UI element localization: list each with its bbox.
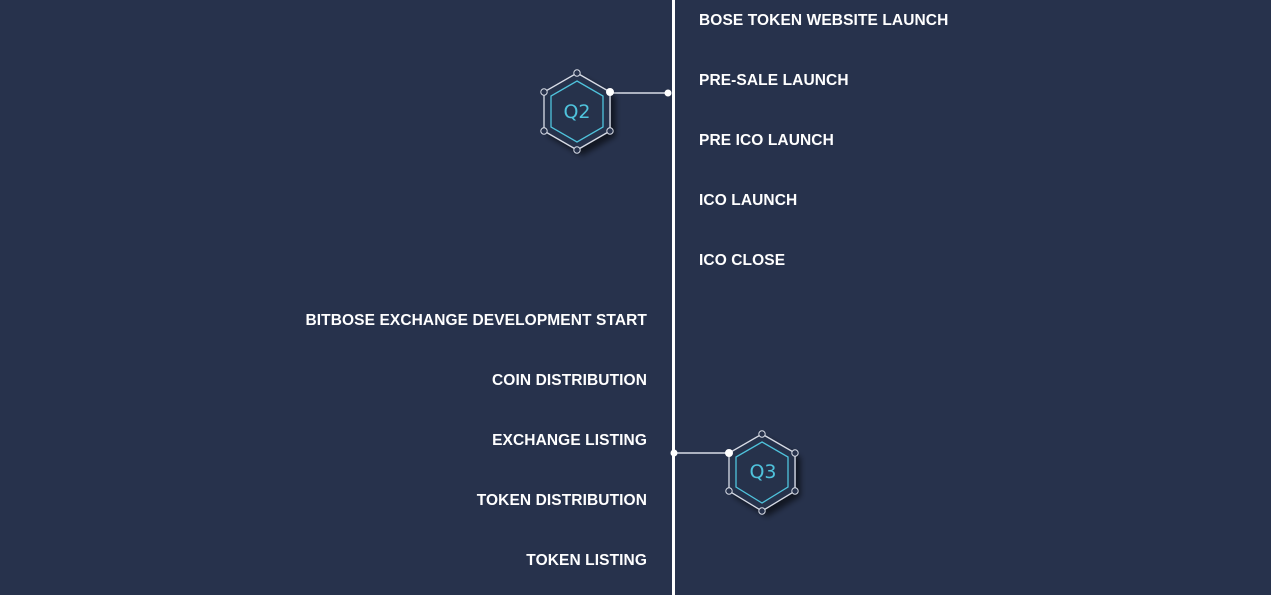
q3-item-exchange-development-start: BITBOSE EXCHANGE DEVELOPMENT START [305,312,647,329]
q2-label: Q2 [563,101,590,123]
timeline-vertical-line [672,0,675,595]
q2-item-ico-launch: ICO LAUNCH [699,192,798,209]
q3-connector-dot [670,449,678,457]
q3-badge: Q3 [670,430,799,515]
q3-hexagon-inner [735,441,789,504]
q3-item-token-listing: TOKEN LISTING [526,552,647,569]
q2-item-pre-ico-launch: PRE ICO LAUNCH [699,132,834,149]
q2-item-website-launch: BOSE TOKEN WEBSITE LAUNCH [699,12,949,29]
q2-badge: Q2 [540,69,672,154]
q2-item-ico-close: ICO CLOSE [699,252,786,269]
q2-connector-dot [664,89,672,97]
q2-hexagon-inner [550,80,604,143]
q3-item-exchange-listing: EXCHANGE LISTING [492,432,647,449]
q3-item-token-distribution: TOKEN DISTRIBUTION [476,492,647,509]
q3-label: Q3 [749,461,776,483]
q2-item-pre-sale-launch: PRE-SALE LAUNCH [699,72,849,89]
q3-item-coin-distribution: COIN DISTRIBUTION [492,372,647,389]
